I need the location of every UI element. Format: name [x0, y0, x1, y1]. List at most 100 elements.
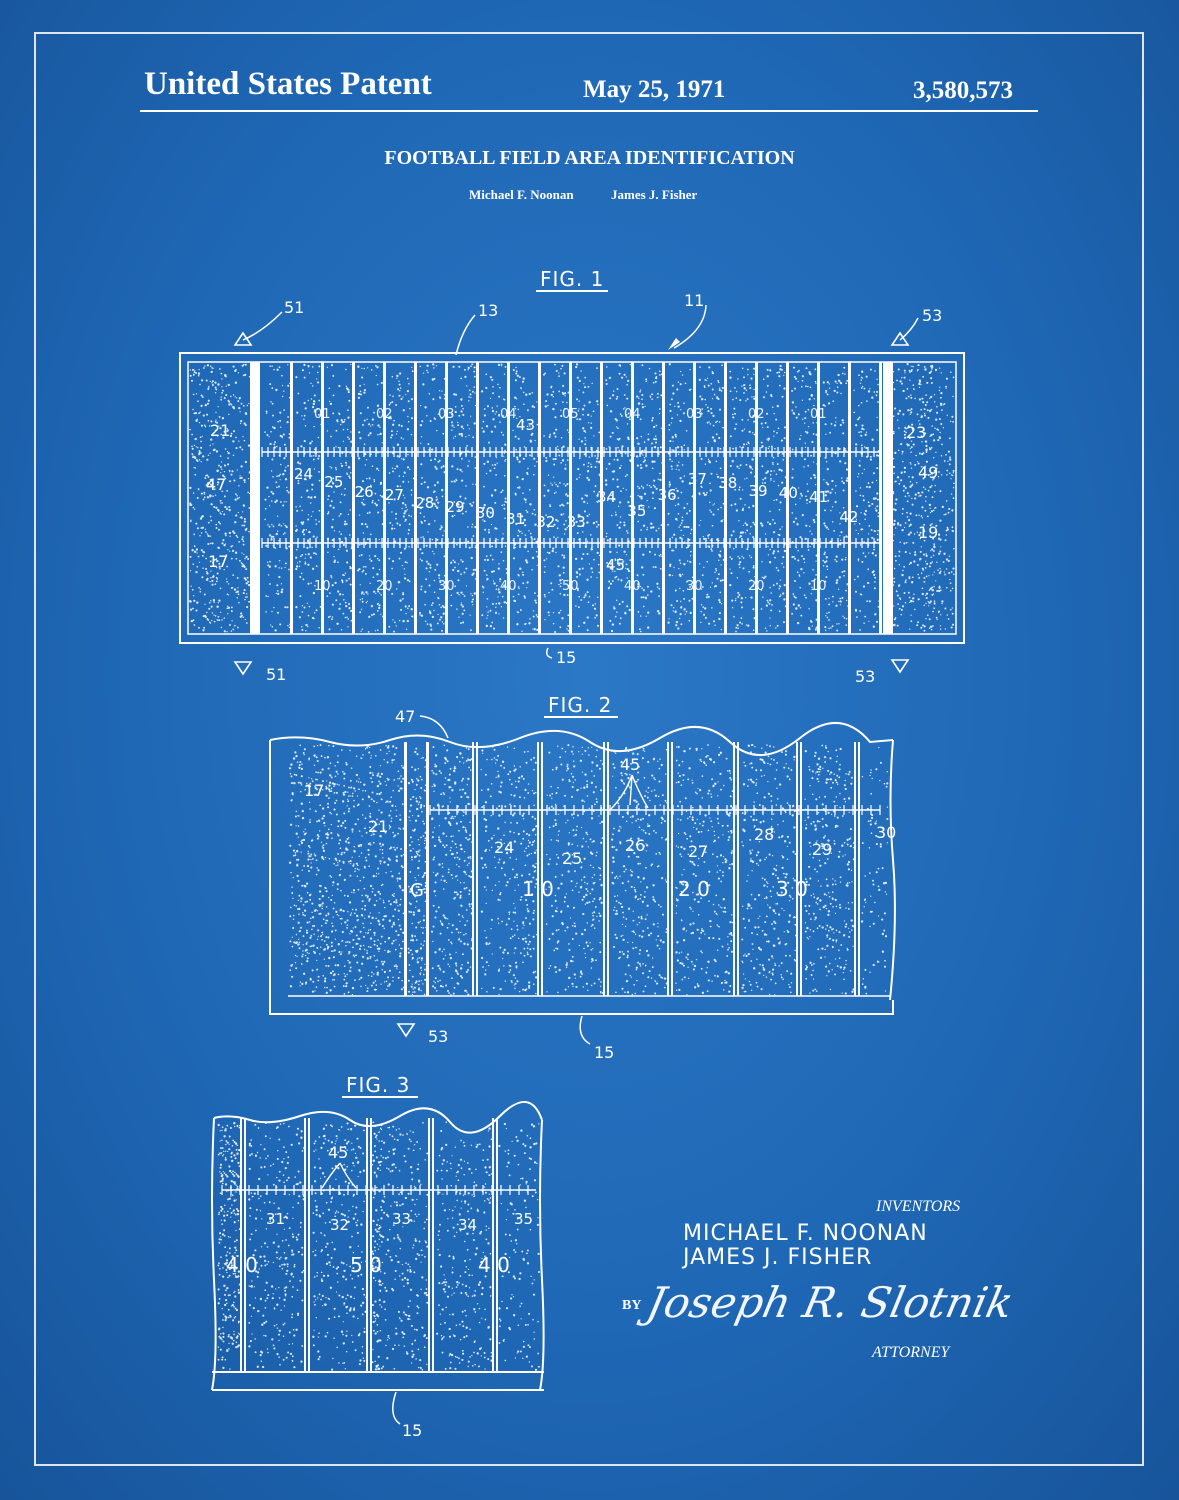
yard-line	[240, 1118, 242, 1372]
field-section	[418, 363, 446, 632]
yard-line	[631, 362, 634, 634]
goal-mark: G	[410, 880, 424, 901]
yard-number-bottom: 20	[748, 579, 765, 594]
fig3-torn-right	[539, 1119, 545, 1391]
ref-label: 21	[368, 817, 388, 836]
yard-number-top: 04	[500, 407, 517, 422]
leader	[419, 715, 449, 739]
goal-line-stipple	[407, 747, 427, 996]
yard-number-top: 01	[314, 407, 331, 422]
yard-line	[755, 362, 758, 634]
fig3-caption: FIG. 3	[346, 1073, 410, 1097]
yard-line-ref: 42	[839, 508, 858, 526]
ref-label: 28	[754, 825, 774, 844]
yard-number: 3 0	[776, 877, 808, 901]
field-section	[388, 366, 415, 633]
yard-line	[607, 742, 609, 996]
fig1-outer-border	[179, 352, 965, 644]
ref-label: 31	[266, 1210, 285, 1228]
yard-line	[476, 362, 479, 634]
yard-line-ref: 34	[597, 488, 616, 506]
yard-line	[472, 742, 474, 996]
ref-label: 24	[494, 838, 514, 857]
author-2: James J. Fisher	[611, 187, 698, 202]
yard-line-ref: 31	[506, 510, 525, 528]
inventor-name-1: MICHAEL F. NOONAN	[683, 1221, 928, 1246]
yard-line-ref: 27	[385, 486, 404, 504]
field-section	[729, 367, 756, 633]
yard-line	[603, 742, 605, 996]
yard-number-top: 05	[562, 407, 579, 422]
ref-label: 34	[458, 1216, 477, 1234]
fig3-torn-top	[213, 1100, 543, 1134]
patent-number: 3,580,573	[913, 77, 1013, 104]
field-section	[217, 1122, 241, 1370]
yard-line	[366, 1118, 368, 1372]
field-section	[698, 364, 725, 631]
yard-line-ref: 29	[446, 498, 465, 516]
ref-label: 53	[922, 306, 942, 325]
yard-number-top: 03	[686, 407, 703, 422]
yard-line	[541, 742, 543, 996]
yard-line	[600, 362, 603, 634]
ref-label: 47	[206, 475, 226, 494]
yard-line-ref: 37	[688, 470, 707, 488]
field-section	[610, 747, 669, 996]
field-section	[741, 743, 797, 996]
fig3-sideline	[212, 1371, 544, 1391]
yard-line	[879, 362, 882, 634]
yard-line	[370, 1118, 372, 1372]
yard-line-ref: 36	[658, 486, 677, 504]
field-section	[860, 746, 889, 995]
ref-label: 21	[210, 421, 230, 440]
section-arrow-53	[396, 1023, 416, 1038]
section-arrow-53-bottom	[890, 659, 910, 674]
yard-line-ref: 38	[718, 474, 737, 492]
ref-label: 47	[395, 707, 415, 726]
ref-label: 23	[906, 423, 926, 442]
arrowhead	[668, 338, 680, 350]
yard-line-ref: 41	[809, 488, 828, 506]
yard-number: 4 0	[478, 1253, 510, 1277]
yard-line	[786, 362, 789, 634]
field-section	[357, 364, 385, 633]
ref-label: 51	[266, 665, 286, 684]
ref-label: 45	[606, 556, 625, 574]
yard-line	[244, 1118, 246, 1372]
yard-number-bottom: 50	[562, 579, 579, 594]
fig2-border	[269, 740, 894, 1015]
yard-line-ref: 25	[324, 473, 343, 491]
leader	[545, 647, 553, 659]
field-section	[450, 363, 477, 631]
field-section	[326, 363, 353, 631]
ref-label: 33	[392, 1210, 411, 1228]
header-title: United States Patent	[144, 66, 432, 102]
leader	[392, 1391, 401, 1425]
field-section	[545, 744, 604, 994]
yard-line	[428, 1118, 430, 1372]
section-arrow-53-top	[890, 331, 910, 346]
field-section	[480, 744, 538, 996]
yard-line	[733, 742, 735, 996]
yard-number: 2 0	[678, 877, 710, 901]
yard-line	[537, 742, 539, 996]
midfield-stripe	[371, 1121, 383, 1371]
yard-line	[858, 742, 860, 996]
ref-label: 17	[304, 781, 324, 800]
yard-line	[848, 362, 851, 634]
ref-label: 45	[620, 755, 640, 774]
yard-line-ref: 32	[536, 513, 555, 531]
yard-line	[321, 362, 324, 634]
yard-line	[693, 362, 696, 634]
field-section	[635, 364, 663, 633]
ref-label: 30	[876, 823, 896, 842]
ref-label: 35	[514, 1210, 533, 1228]
ref-label: 51	[284, 298, 304, 317]
yard-number-bottom: 20	[376, 579, 393, 594]
field-section	[804, 744, 856, 995]
leader	[899, 317, 919, 341]
fig1-caption: FIG. 1	[540, 267, 604, 291]
ref-label: 49	[918, 463, 938, 482]
yard-line-ref: 30	[476, 504, 495, 522]
